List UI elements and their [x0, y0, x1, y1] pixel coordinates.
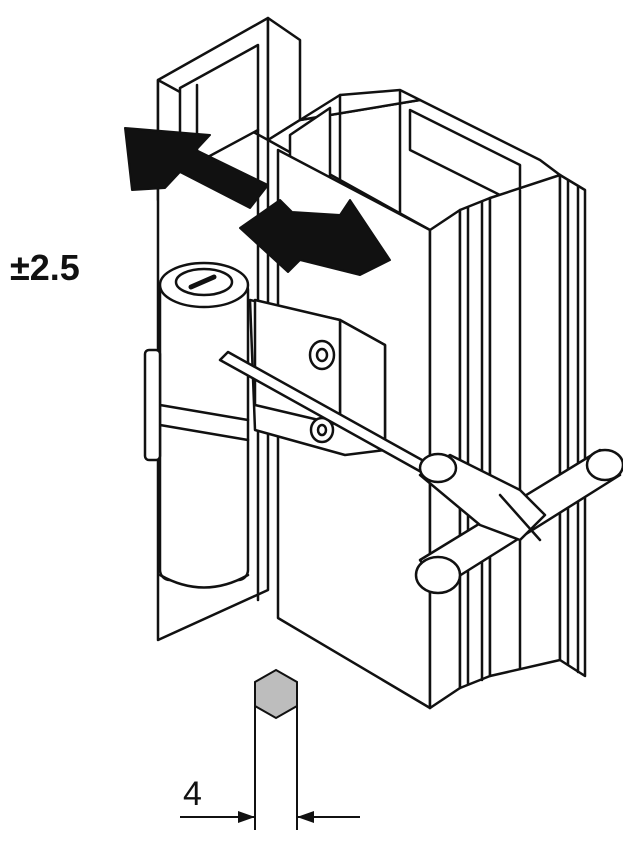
handle-end-left	[414, 555, 462, 595]
adjust-arrow-upper	[124, 127, 269, 209]
handle-end-right	[585, 448, 623, 482]
hinge-barrel	[143, 261, 250, 589]
hexagon-icon	[254, 668, 298, 720]
adjust-arrow-lower	[239, 199, 391, 276]
screwdriver	[218, 350, 623, 595]
adjustment-range-label: ±2.5	[10, 247, 80, 288]
hinge-leaf	[248, 298, 387, 457]
hex-key-size-label: 4	[183, 775, 202, 813]
hex-key-symbol	[180, 668, 360, 830]
